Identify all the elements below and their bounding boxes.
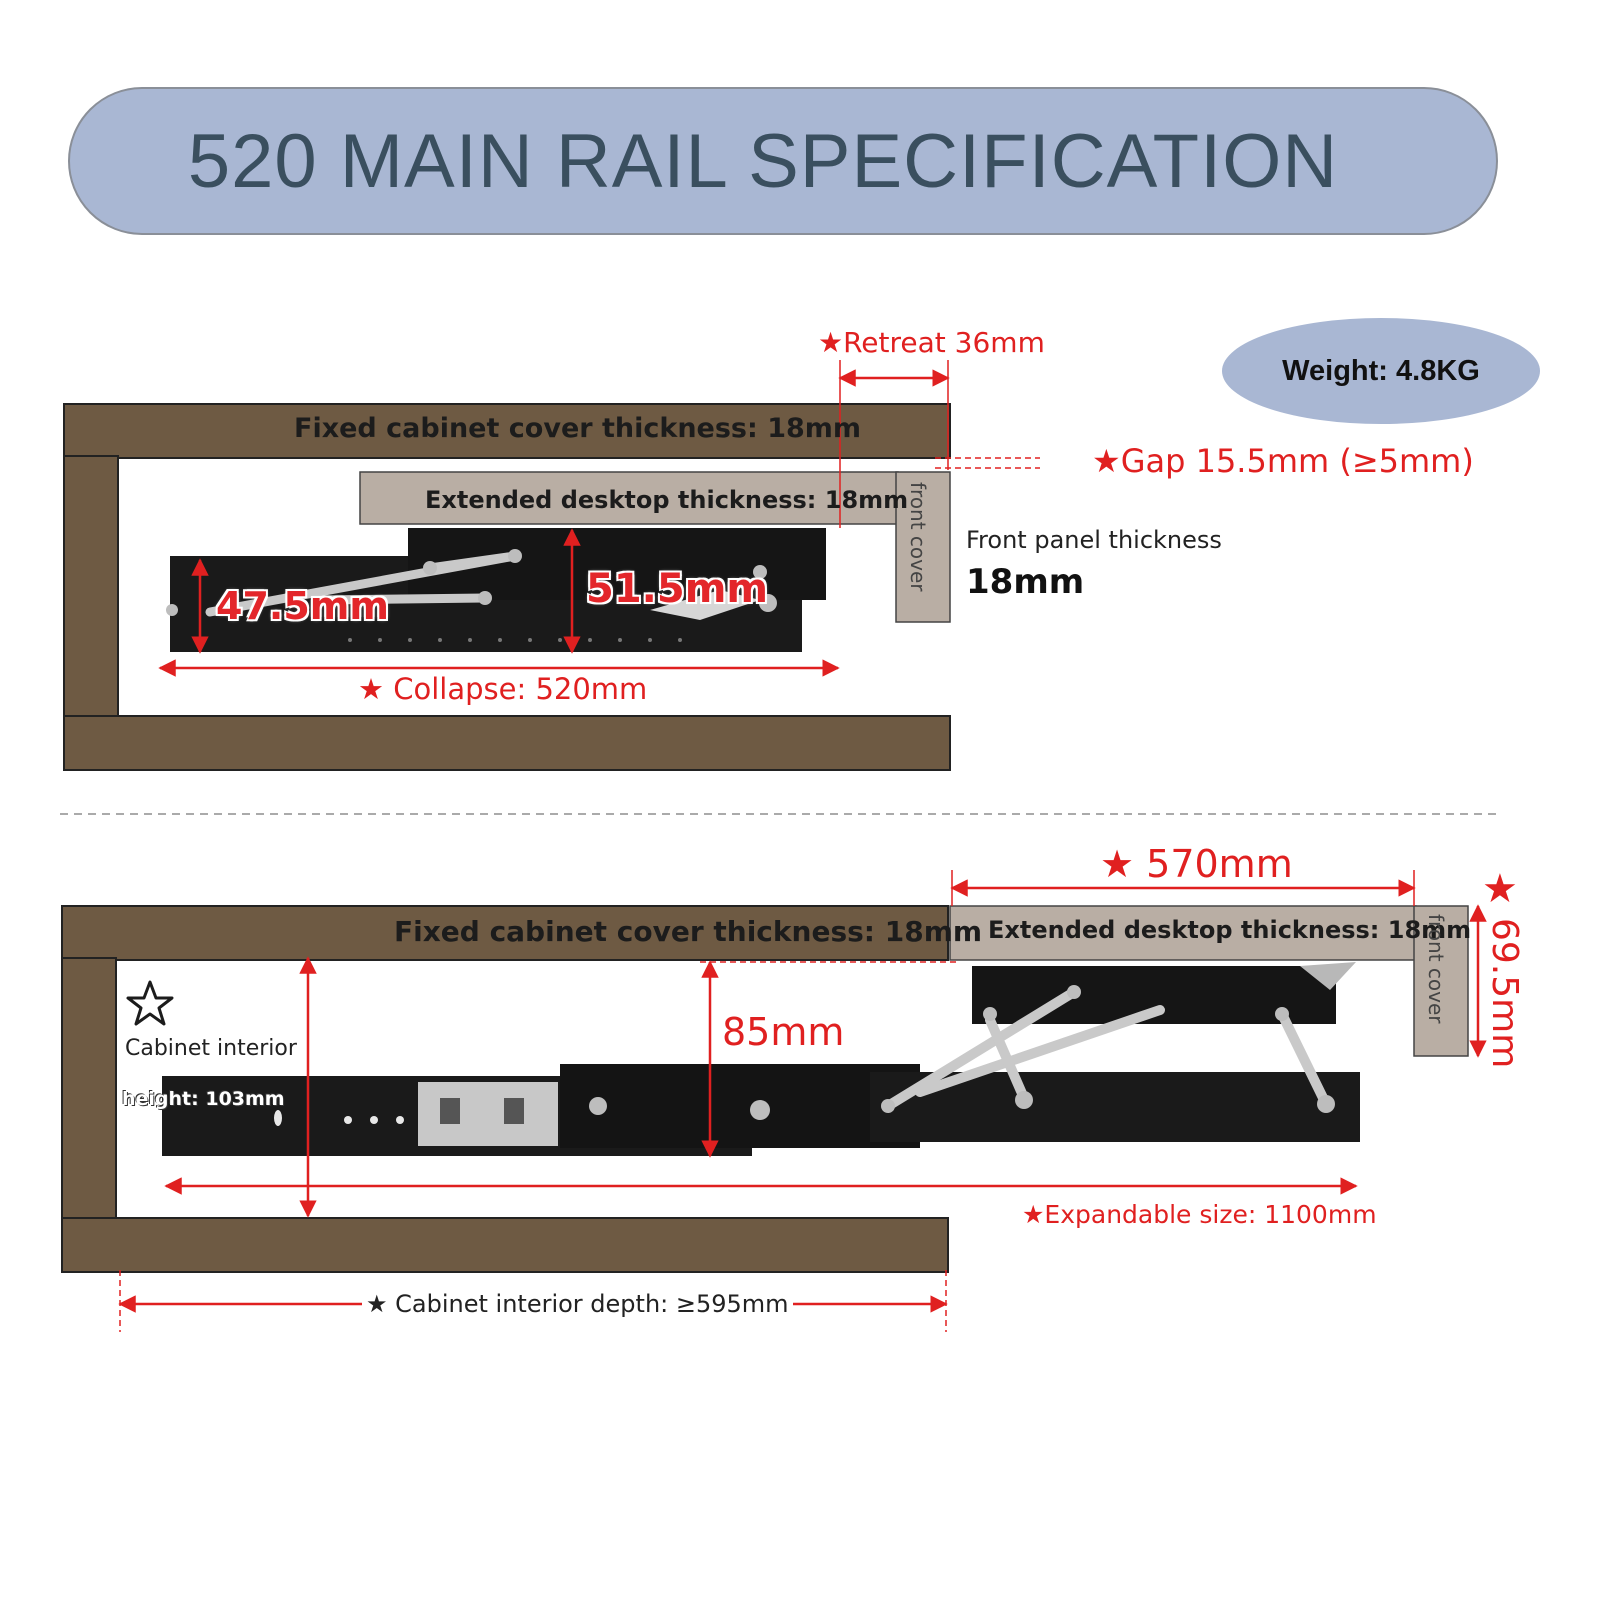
front-cover-board-expanded <box>1413 905 1469 1057</box>
expandable-size-label: ★Expandable size: 1100mm <box>1022 1200 1377 1229</box>
collapsed-diagram <box>63 360 1040 771</box>
cabinet-cover-label-expanded: Fixed cabinet cover thickness: 18mm <box>394 915 983 948</box>
front-cover-label-expanded: front cover <box>1424 914 1448 1024</box>
collapse-label: ★ Collapse: 520mm <box>352 672 654 706</box>
dimension-lines-collapsed <box>158 360 1040 677</box>
lock-plate-slots <box>440 1098 524 1124</box>
extended-desktop-board-expanded <box>949 905 1417 961</box>
cabinet-bottom-panel-expanded <box>61 1217 949 1273</box>
cabinet-back-panel <box>63 455 119 719</box>
cabinet-back-panel-expanded <box>61 957 117 1221</box>
cabinet-interior-label: Cabinet interior <box>125 1036 297 1061</box>
cabinet-top-panel-expanded <box>61 905 949 961</box>
rail-lock-plate <box>418 1082 558 1146</box>
rail-height-47-label: 47.5mm <box>216 584 389 628</box>
retreat-label: ★Retreat 36mm <box>818 326 1045 359</box>
star-outline-icon <box>126 980 174 1026</box>
hinge-arms-collapsed <box>205 551 520 617</box>
page-title: 520 MAIN RAIL SPECIFICATION <box>187 118 1339 204</box>
rail-screws-expanded <box>589 985 1335 1120</box>
lift-height-label: 85mm <box>722 1010 845 1054</box>
desktop-thickness-label: Extended desktop thickness: 18mm <box>425 486 909 514</box>
front-cover-board <box>895 471 951 623</box>
hinge-arms-expanded <box>883 987 1331 1111</box>
front-cover-label: front cover <box>906 482 930 592</box>
front-panel-value: 18mm <box>966 562 1085 602</box>
weight-badge: Weight: 4.8KG <box>1222 318 1540 424</box>
rail-holes-expanded <box>274 1110 404 1126</box>
hinge-plate-collapsed <box>650 590 760 620</box>
star-icon: ★ <box>1482 866 1518 912</box>
rail-dots-collapsed <box>348 638 682 642</box>
desktop-thickness-label-expanded: Extended desktop thickness: 18mm <box>988 916 1472 944</box>
cabinet-top-panel <box>63 403 951 459</box>
cabinet-interior-height-label: height: 103mm <box>122 1088 285 1110</box>
rail-height-51-label: 51.5mm <box>586 566 769 612</box>
cabinet-depth-label: ★ Cabinet interior depth: ≥595mm <box>362 1290 793 1318</box>
bracket-lip <box>1300 962 1356 990</box>
rail-screws-collapsed <box>166 549 777 616</box>
extension-label: ★ 570mm <box>1100 842 1293 886</box>
cabinet-bottom-panel <box>63 715 951 771</box>
extended-desktop-board <box>359 471 899 525</box>
front-panel-label: Front panel thickness <box>966 526 1222 554</box>
cabinet-cover-label: Fixed cabinet cover thickness: 18mm <box>294 413 862 444</box>
slide-rail-middle <box>560 1064 920 1148</box>
title-banner: 520 MAIN RAIL SPECIFICATION <box>68 87 1498 235</box>
side-height-label: 69.5mm <box>1484 918 1525 1069</box>
weight-label: Weight: 4.8KG <box>1282 354 1480 387</box>
gap-label: ★Gap 15.5mm (≥5mm) <box>1092 442 1474 480</box>
